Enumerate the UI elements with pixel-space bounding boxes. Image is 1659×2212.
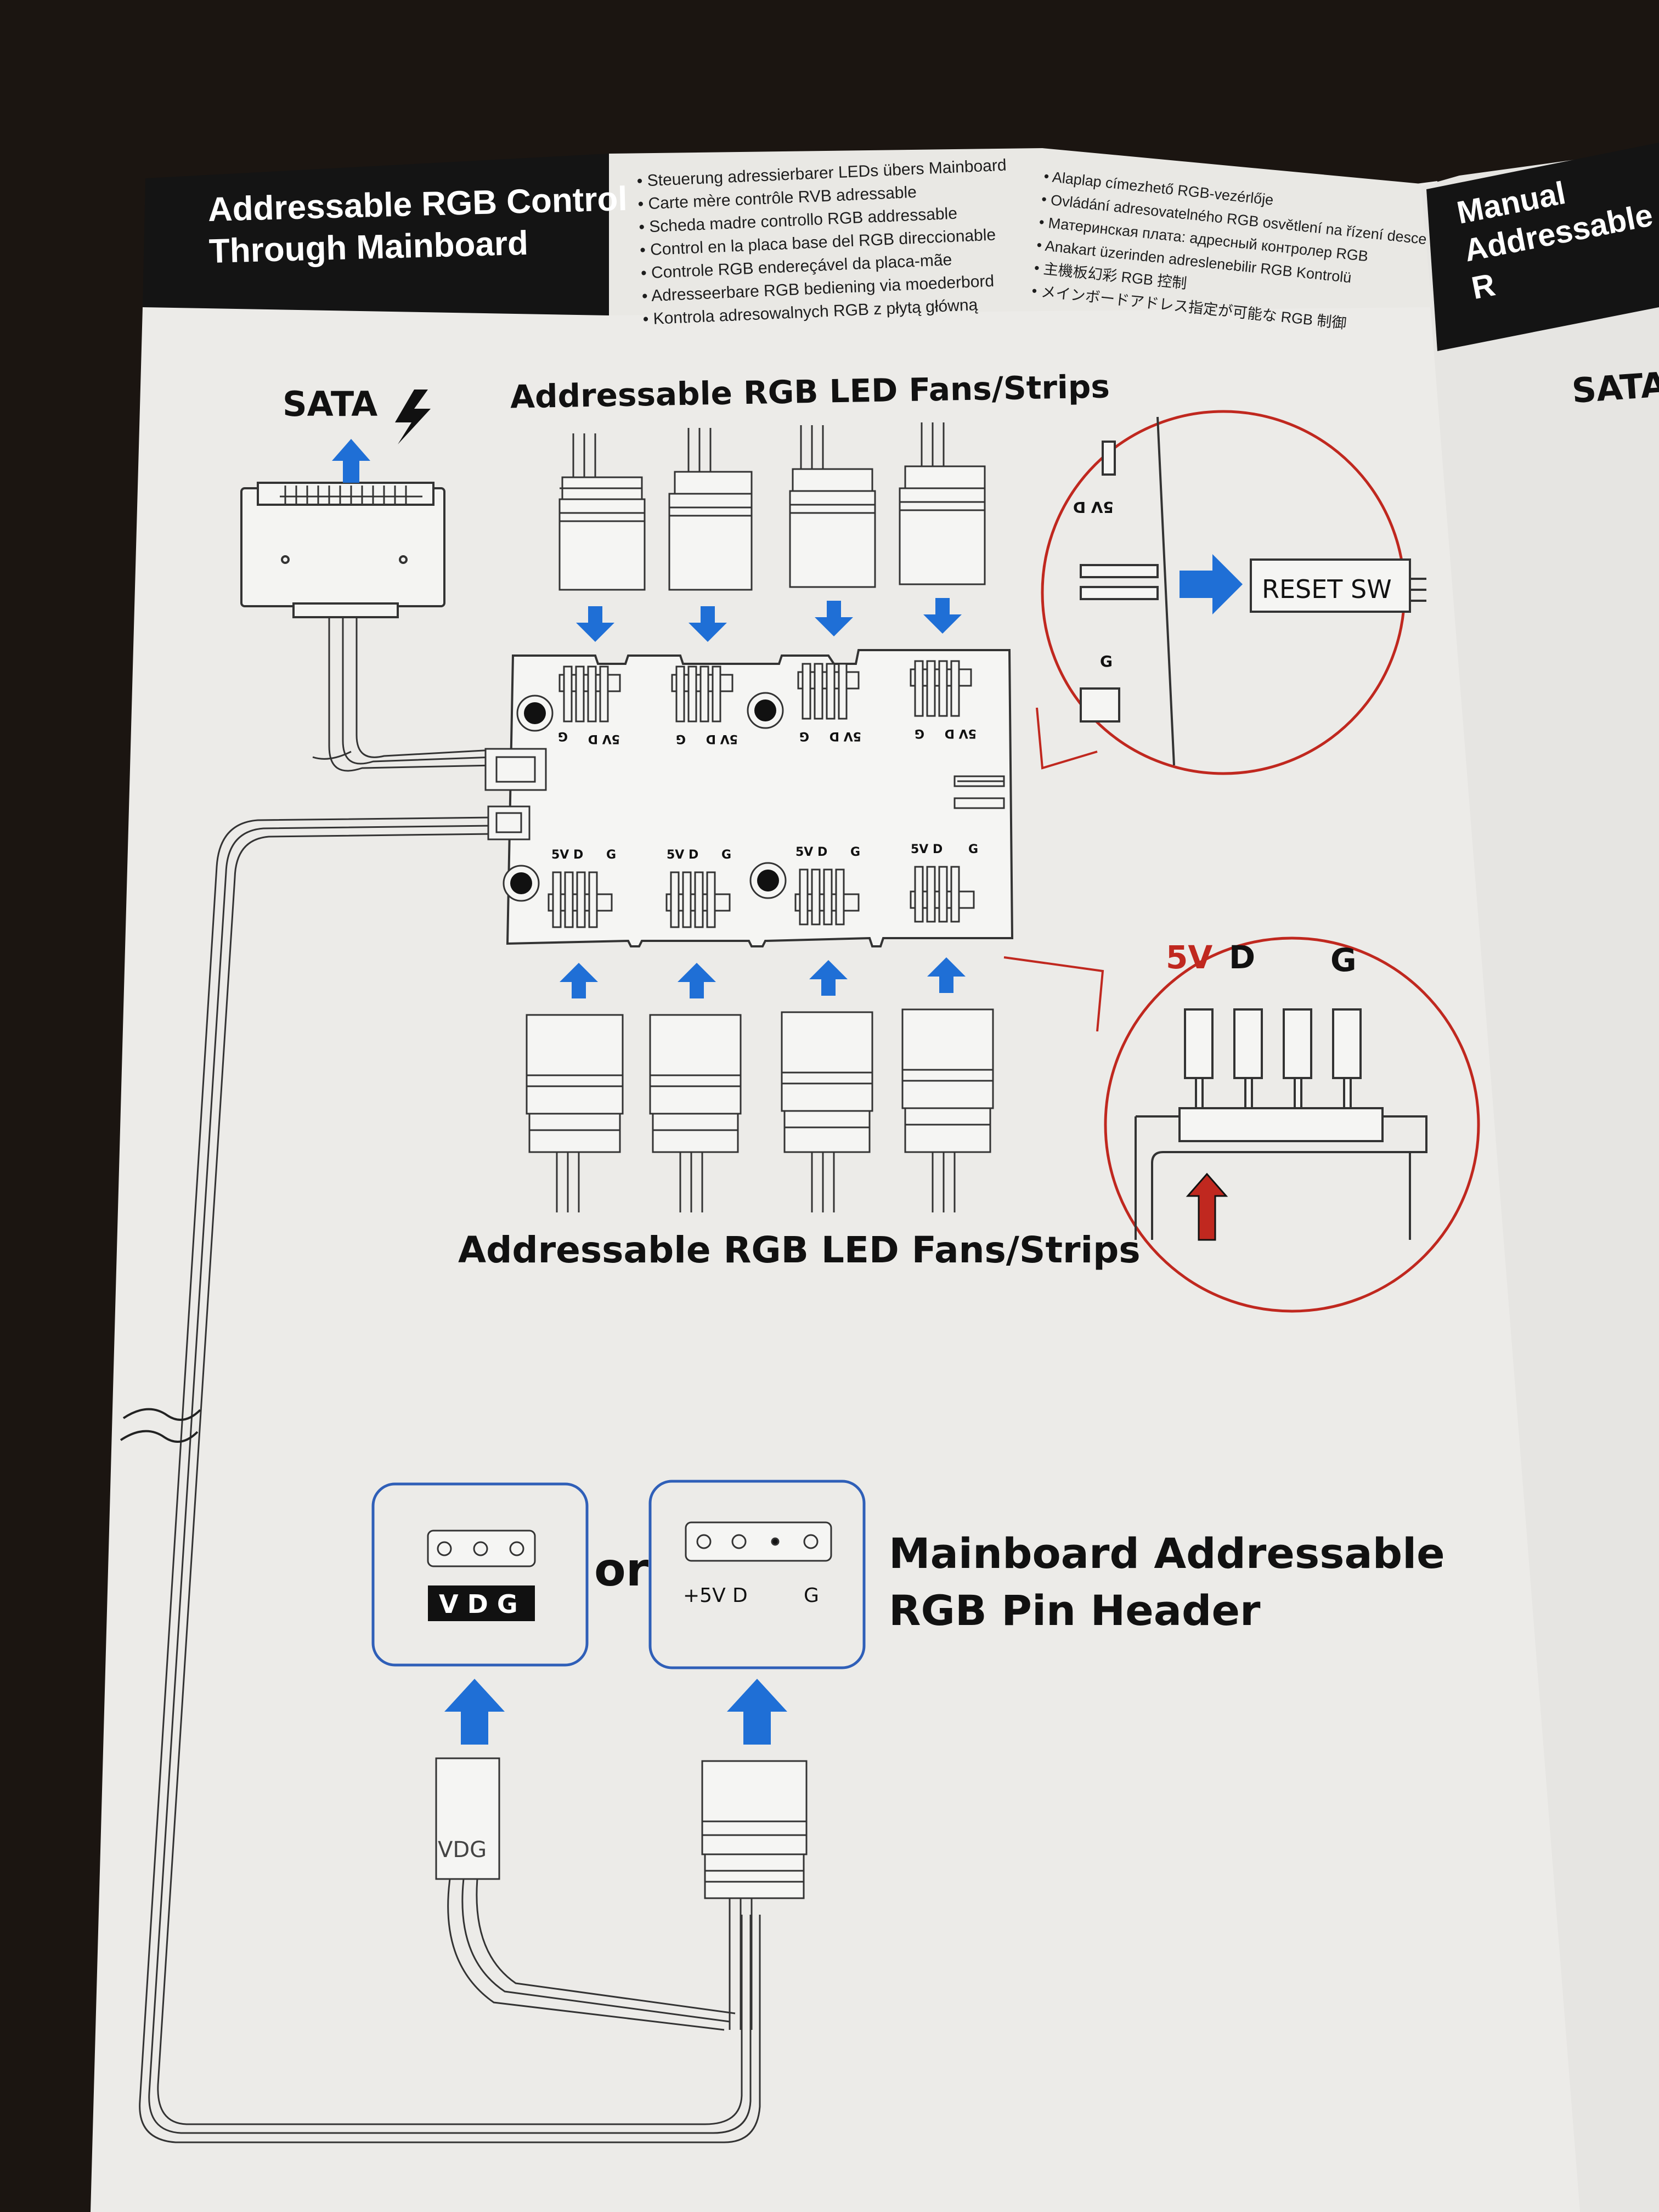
pin-label-g: G <box>676 732 686 746</box>
header-3pin-label-bg <box>428 1585 535 1621</box>
zoom-bottom-callout <box>1003 956 1104 1032</box>
pin-label-d: D <box>573 848 583 862</box>
pin-label-g: G <box>721 848 731 862</box>
top-headers <box>558 660 972 723</box>
lightning-icon <box>395 390 431 444</box>
sata-cable <box>312 617 494 772</box>
zoom-label-g: G <box>1330 941 1357 979</box>
sata-connector <box>240 482 445 618</box>
hub-board <box>506 649 1014 947</box>
zoom-top-callout <box>1036 707 1098 770</box>
pin-label-5v: 5V <box>667 848 684 862</box>
vdg-plug-label: VDG <box>438 1837 487 1863</box>
mainboard-header-label-line2: RGB Pin Header <box>889 1586 1261 1635</box>
pin-label-5v: 5V <box>602 732 620 746</box>
pin-label-g: G <box>968 843 978 856</box>
bottom-headers <box>548 866 975 928</box>
mounting-holes <box>503 692 787 902</box>
header-4pin-arrow <box>727 1679 787 1745</box>
pin-label-d: D <box>706 732 716 746</box>
zoom-label-5v: 5V <box>1166 939 1212 976</box>
pin-label-5v: 5V <box>551 848 569 862</box>
pin-label-d: D <box>817 845 827 859</box>
header-3pin-label: V D G <box>439 1589 518 1619</box>
bottom-fan-connector-stripes <box>527 1069 993 1131</box>
header-3pin-arrow <box>444 1679 505 1745</box>
board-bottom-pin-labels: 5V D G 5V D G 5V D G 5V D G <box>551 843 978 862</box>
pin-label-d: D <box>588 732 598 746</box>
reset-sw-label: RESET SW <box>1262 574 1392 604</box>
board-power-connector <box>484 748 547 840</box>
header-bar <box>143 154 609 315</box>
pin-label-g: G <box>799 729 809 743</box>
board-reset-pins <box>953 775 1005 809</box>
pin-label-d: D <box>945 726 955 740</box>
sata-pins <box>280 486 422 505</box>
rgb-4pin-plug <box>701 1760 808 2030</box>
pin-label-g: G <box>850 845 860 859</box>
zoom-bottom-arrow <box>1186 1172 1228 1241</box>
pin-label-5v: 5V <box>911 843 928 856</box>
cable-break-mark <box>120 1408 201 1443</box>
pin-label-5v: 5V <box>720 732 738 746</box>
pin-label-g: G <box>915 726 924 740</box>
bottom-arrows <box>560 957 966 998</box>
long-cable <box>139 816 761 2143</box>
header-4pin-5v: +5V <box>683 1584 726 1607</box>
board-top-pin-labels: G D 5V G D 5V G D 5V G D 5V <box>558 726 977 746</box>
vdg-plug <box>435 1757 736 2031</box>
sata-arrow <box>332 439 370 483</box>
pin-label-d: D <box>933 843 943 856</box>
pin-label-d: D <box>830 729 839 743</box>
bottom-fan-connectors <box>526 1008 994 1212</box>
zoom-top-arrow <box>1180 554 1243 614</box>
header-4pin-box <box>648 1480 866 1669</box>
pin-label-d: D <box>689 848 698 862</box>
pin-label-5v: 5V <box>844 729 861 743</box>
zoom-bottom-content <box>1135 1008 1427 1240</box>
zoom-label-d: D <box>1229 939 1255 976</box>
next-page-sata-label: SATA <box>1570 364 1659 411</box>
zoom-top-pin-label: 5V D <box>1073 498 1114 516</box>
sata-label: SATA <box>283 384 378 424</box>
header-3pin-box <box>371 1482 589 1667</box>
pin-label-g: G <box>558 729 568 743</box>
next-page <box>1421 148 1659 2212</box>
mainboard-header-label: Mainboard Addressable RGB Pin Header <box>889 1525 1445 1639</box>
header-4pin-d: D <box>732 1584 748 1607</box>
page-title: Addressable RGB Control Through Mainboar… <box>207 178 629 273</box>
pin-label-5v: 5V <box>959 726 977 740</box>
header-3pin-pins <box>427 1530 536 1567</box>
pin-label-5v: 5V <box>795 845 813 859</box>
mainboard-header-label-line1: Mainboard Addressable <box>889 1529 1445 1578</box>
bottom-fans-label: Addressable RGB LED Fans/Strips <box>458 1229 1141 1271</box>
or-label: or <box>594 1543 649 1596</box>
top-fan-connector-stripes <box>560 501 985 522</box>
zoom-top-g-label: G <box>1100 652 1113 670</box>
pin-label-g: G <box>606 848 616 862</box>
header-4pin-pins <box>685 1521 832 1562</box>
zoom-top-content <box>1080 416 1426 766</box>
header-4pin-g: G <box>804 1584 819 1607</box>
next-header-bar <box>1426 143 1659 351</box>
top-arrows <box>576 598 962 642</box>
top-fan-connectors <box>558 422 986 591</box>
language-list-1: Steuerung adressierbarer LEDs übers Main… <box>636 154 1013 331</box>
